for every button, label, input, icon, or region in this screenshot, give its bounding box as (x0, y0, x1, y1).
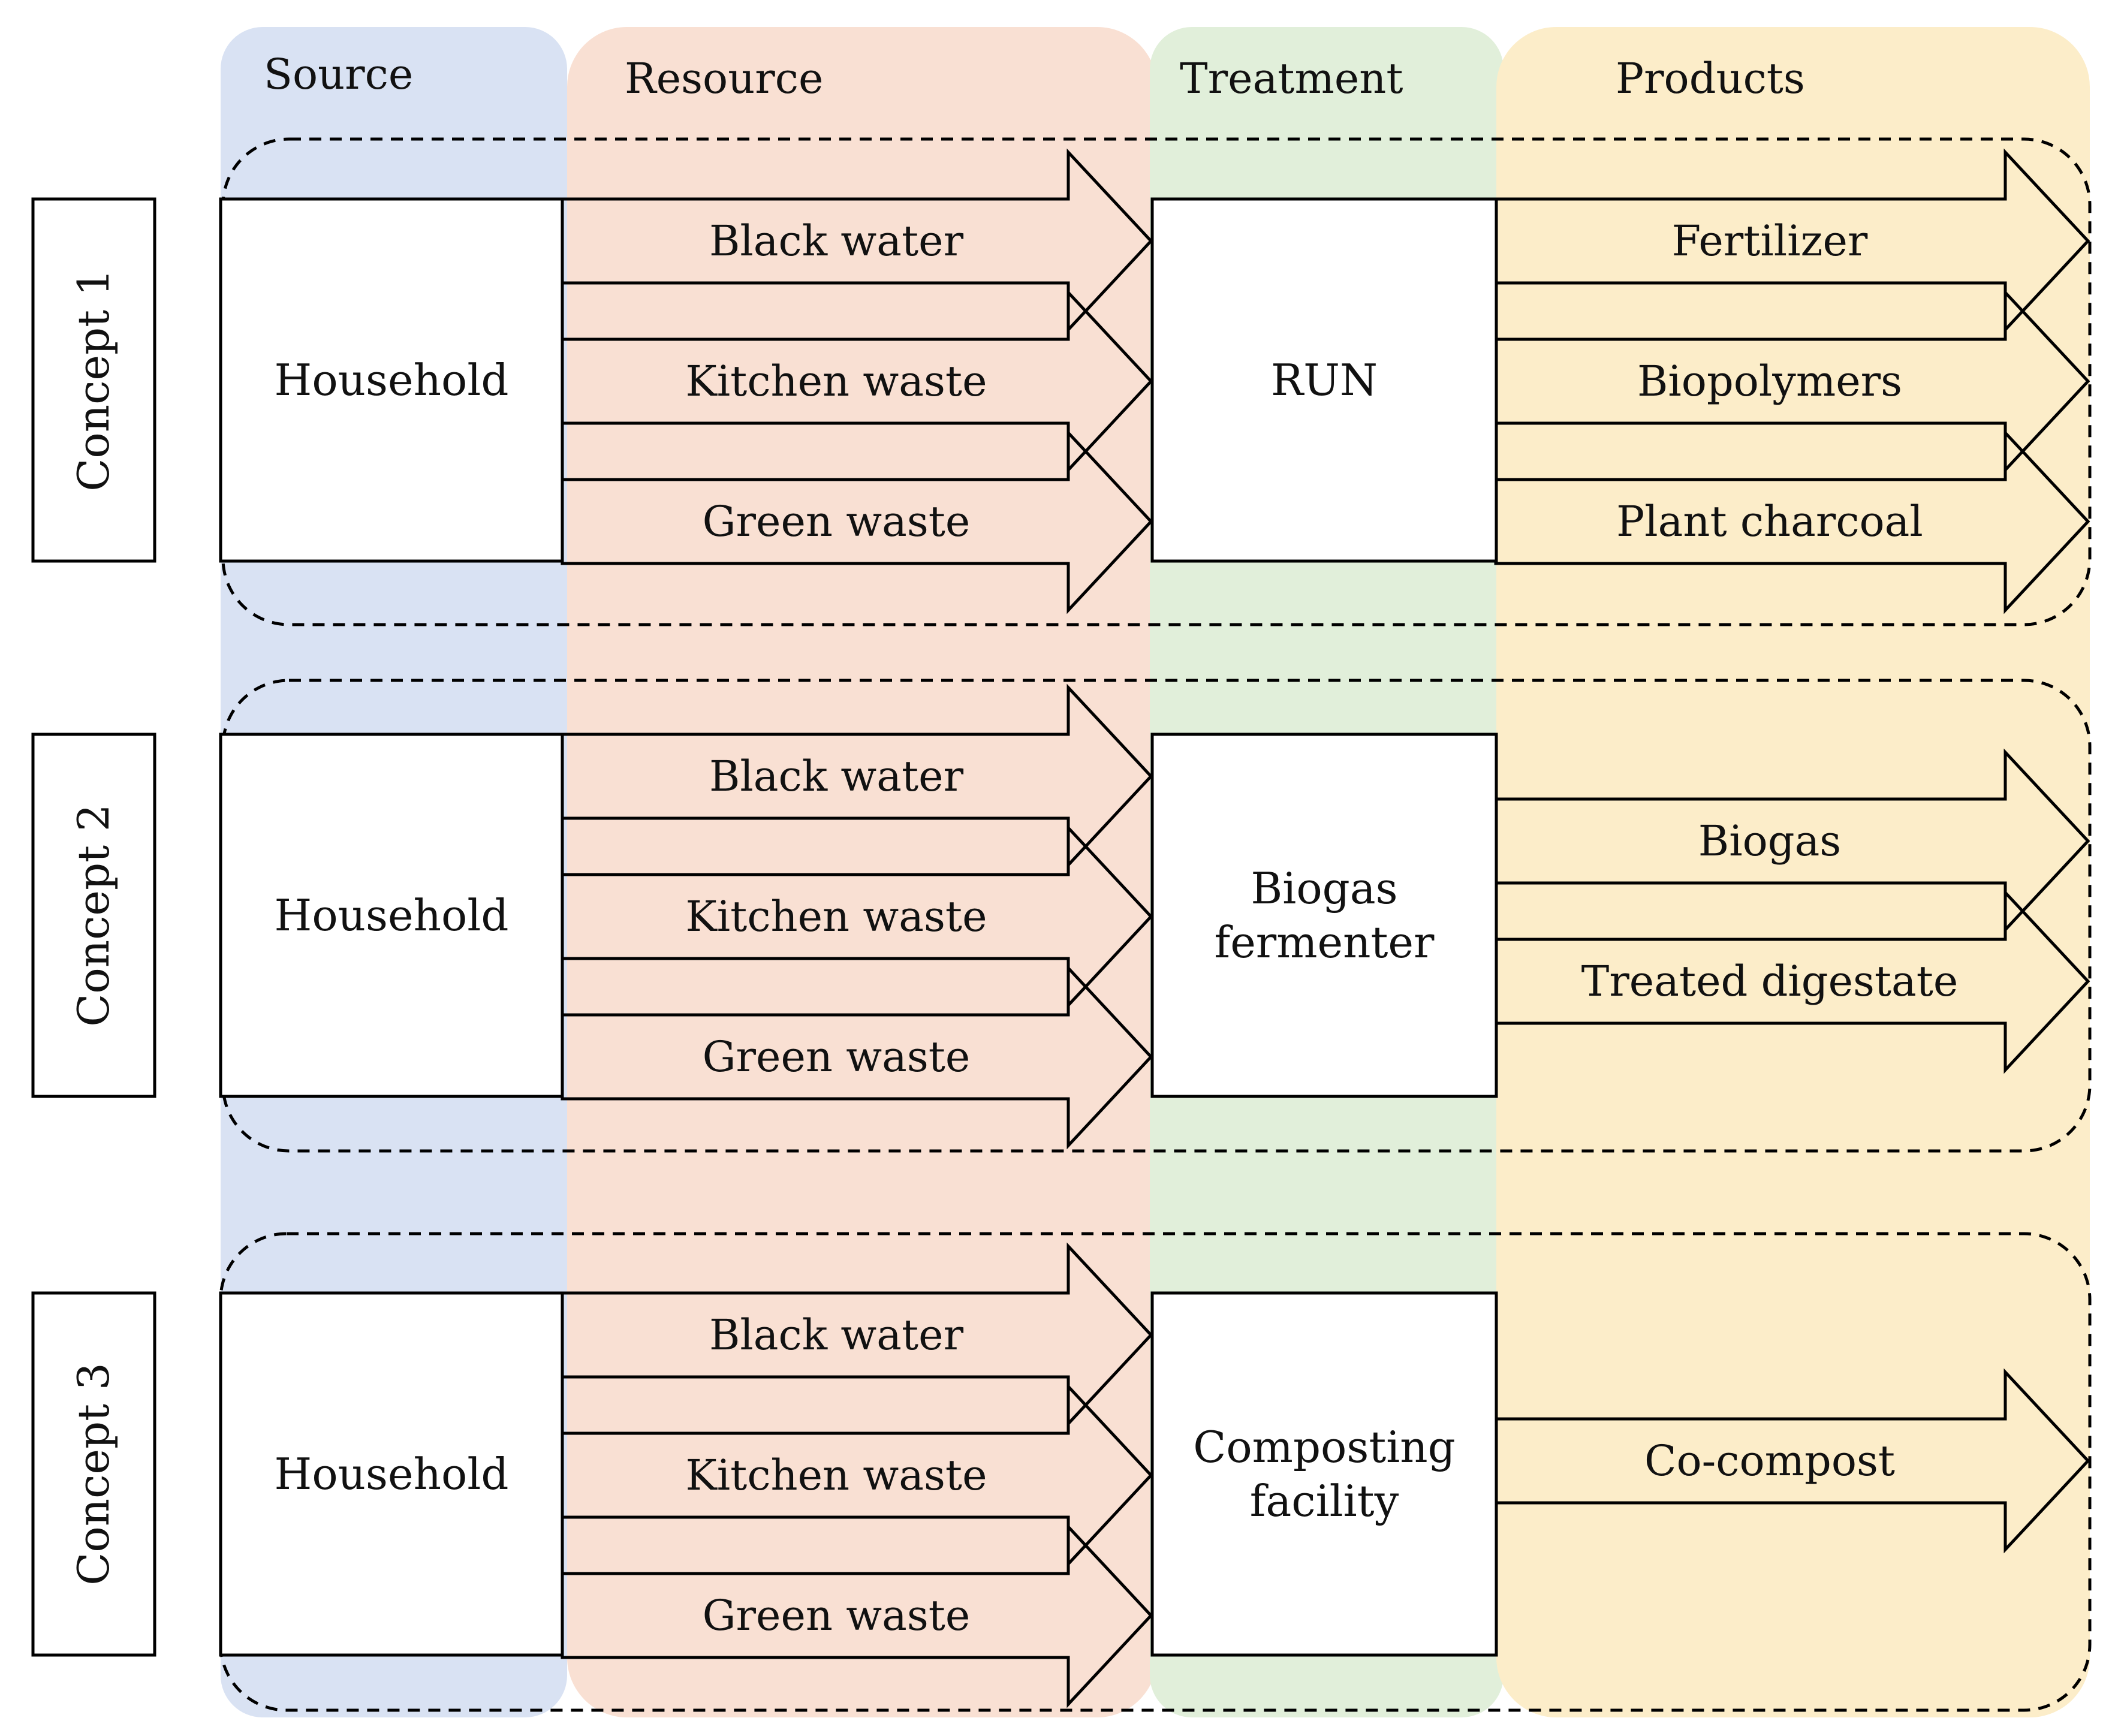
product-arrow (1494, 748, 2090, 934)
product-arrow (1494, 1368, 2090, 1554)
resource-arrow (561, 824, 1153, 1009)
concept-label-box (31, 733, 156, 1098)
product-arrow (1494, 429, 2090, 614)
product-label: Co-compost (1644, 1436, 1895, 1485)
resource-label: Kitchen waste (686, 892, 987, 941)
concept-label-box (31, 197, 156, 563)
resource-header: Resource (625, 54, 823, 103)
product-label: Biopolymers (1637, 357, 1902, 406)
product-label: Biogas (1698, 816, 1841, 866)
resource-label: Black water (709, 216, 964, 266)
product-arrow (1494, 148, 2090, 334)
treatment-label: fermenter (1215, 917, 1435, 968)
treatment-header: Treatment (1180, 54, 1403, 103)
treatment-label: Composting (1193, 1422, 1456, 1472)
resource-arrow (561, 1382, 1153, 1568)
resource-label: Black water (709, 1310, 964, 1360)
resource-label: Kitchen waste (686, 357, 987, 406)
resource-arrow (561, 1242, 1153, 1428)
concept-label: Concept 1 (68, 269, 119, 491)
product-label: Treated digestate (1581, 957, 1959, 1006)
resource-arrow (561, 429, 1153, 614)
resource-arrow (561, 288, 1153, 474)
resource-label: Green waste (703, 1591, 971, 1640)
resource-arrow (561, 1523, 1153, 1708)
product-label: Plant charcoal (1616, 497, 1923, 546)
treatment-label: RUN (1271, 355, 1378, 405)
resource-column-bg (567, 27, 1157, 1717)
source-label: Household (275, 355, 509, 405)
treatment-label: Biogas (1251, 863, 1397, 914)
source-box (219, 1291, 564, 1657)
product-arrow (1494, 888, 2090, 1074)
concept-label: Concept 2 (68, 804, 119, 1026)
source-label: Household (275, 1449, 509, 1499)
source-box (219, 733, 564, 1098)
resource-label: Green waste (703, 1032, 971, 1081)
source-label: Household (275, 890, 509, 941)
treatment-label: facility (1250, 1476, 1399, 1526)
resource-label: Green waste (703, 497, 971, 546)
concept-label-box (31, 1291, 156, 1657)
products-header: Products (1616, 54, 1805, 103)
resource-arrow (561, 148, 1153, 334)
products-column-bg (1496, 27, 2090, 1717)
product-arrow (1494, 288, 2090, 474)
resource-arrow (561, 683, 1153, 869)
resource-label: Black water (709, 752, 964, 801)
source-box (219, 197, 564, 563)
treatment-box (1150, 733, 1498, 1098)
product-label: Fertilizer (1672, 216, 1868, 266)
treatment-box (1150, 197, 1498, 563)
treatment-box (1150, 1291, 1498, 1657)
resource-label: Kitchen waste (686, 1451, 987, 1500)
source-header: Source (264, 50, 413, 99)
concept-label: Concept 3 (68, 1363, 119, 1585)
column-headers: Source Resource Treatment Products (264, 50, 1805, 103)
resource-arrow (561, 964, 1153, 1150)
